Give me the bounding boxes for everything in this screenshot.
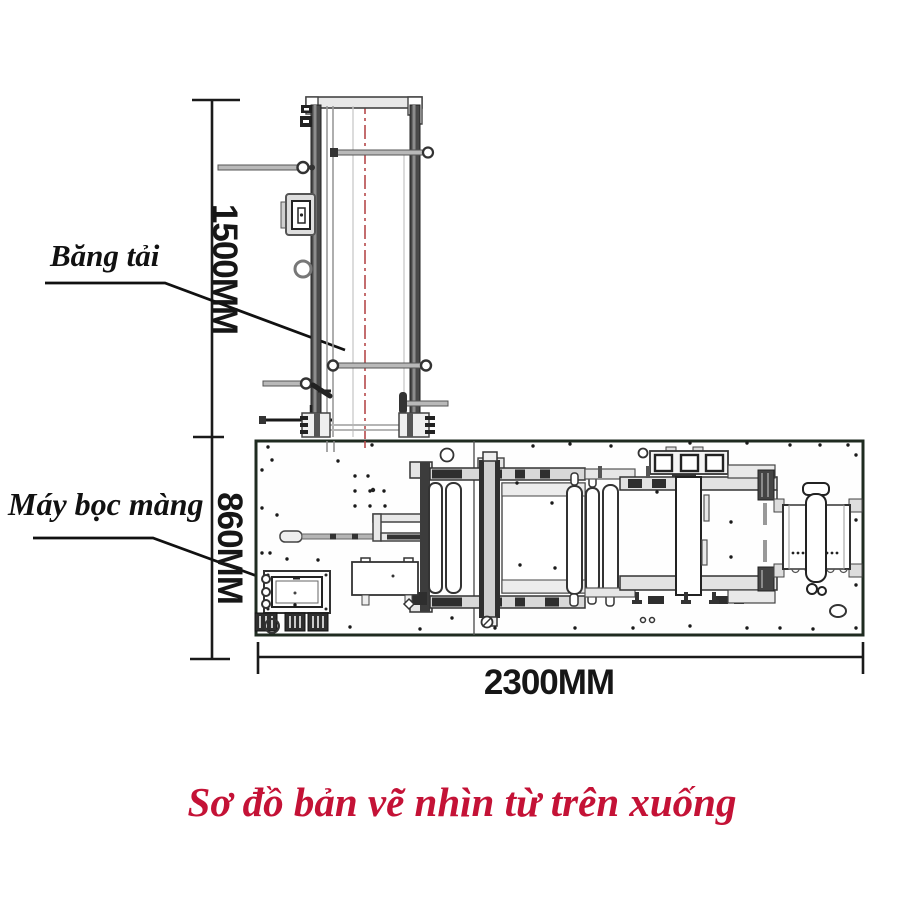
slashed-circle [480,615,494,629]
machine-depth-dimension: 860MM [210,492,249,604]
discharge-station [757,469,863,618]
conveyor-drawing [217,96,449,438]
conveyor-feet [300,412,435,438]
leader-conveyor [45,281,346,352]
mount-clips [300,105,312,127]
dimension-lines [190,98,865,674]
wrapping-machine-label: Máy bọc màng [8,486,204,522]
guide-rods [217,146,449,424]
machine-length-dimension: 2300MM [483,663,615,702]
feeder-block [649,446,729,479]
bolt-holes [260,441,858,631]
conveyor-height-dimension: 1500MM [205,203,244,335]
wrapping-head [409,451,586,627]
conveyor-label: Băng tải [50,238,160,273]
leader-wrapper [33,536,299,593]
diagram-title: Sơ đồ bản vẽ nhìn từ trên xuống [187,779,737,825]
hanging-ring [293,259,313,279]
mounting-box [351,557,419,606]
diamond-bolt [402,597,416,611]
leader-lines [33,281,346,593]
outfeed-belt [584,464,778,604]
control-panel [261,570,331,614]
sensor-box [280,193,316,236]
terminal-connectors [254,612,329,634]
transfer-rollers [566,472,619,607]
machine-drawing [254,439,865,637]
